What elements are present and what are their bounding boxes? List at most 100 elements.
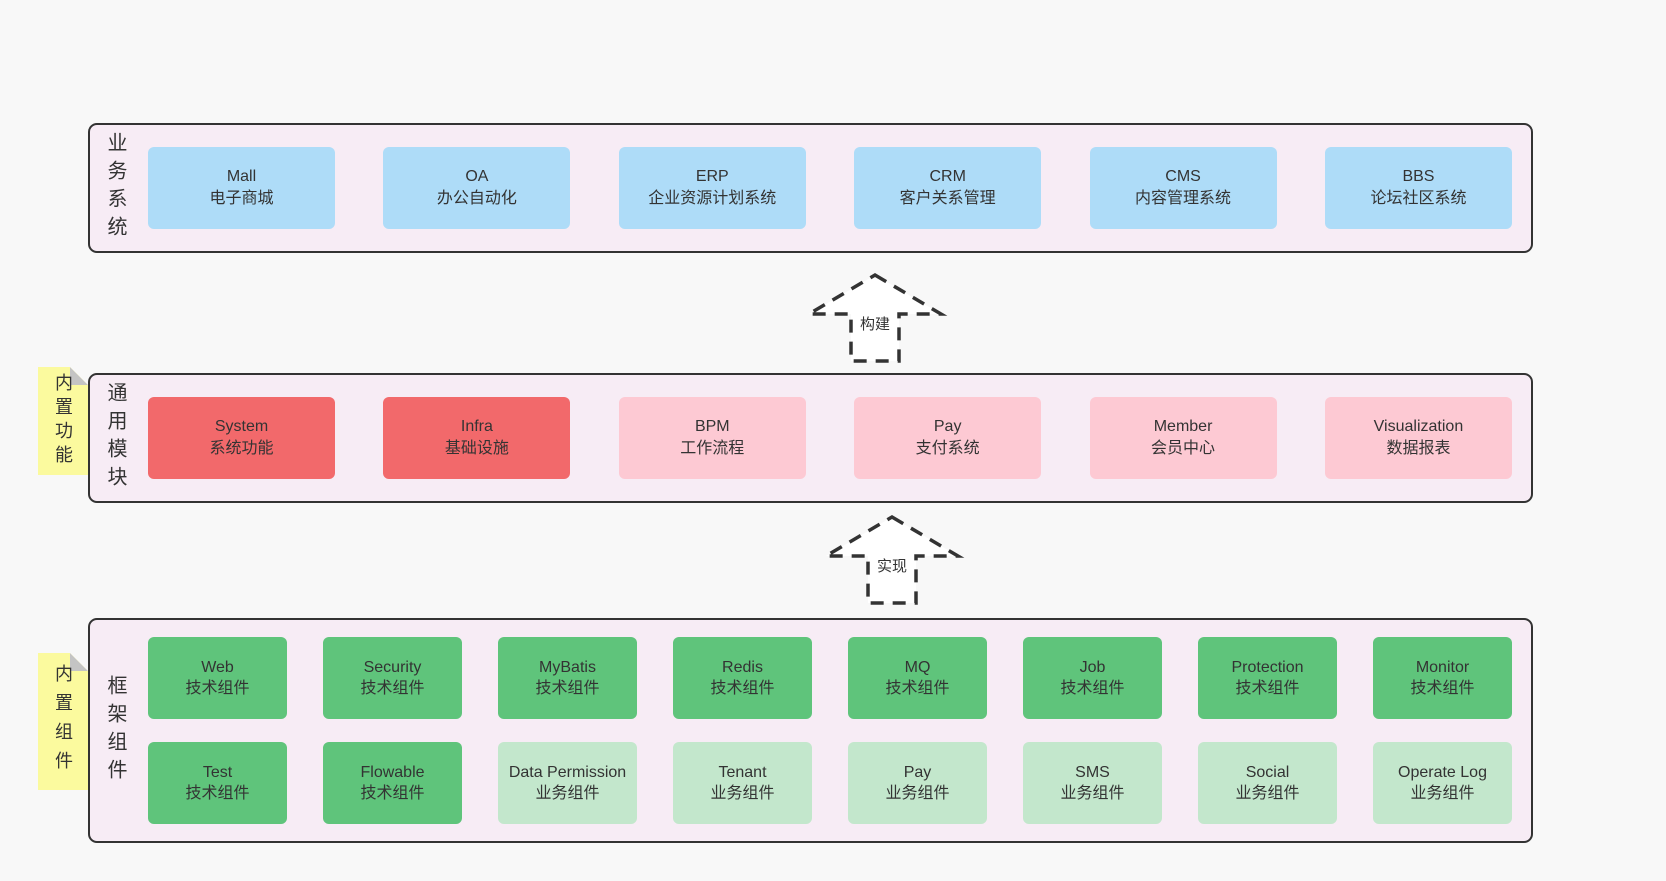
box-data-permission: Data Permission 业务组件 xyxy=(498,742,637,824)
box-title: BPM xyxy=(694,418,730,435)
box-social: Social 业务组件 xyxy=(1198,742,1337,824)
box-subtitle: 技术组件 xyxy=(360,680,425,697)
layer-label: 通用模块 xyxy=(104,382,126,494)
box-title: SMS xyxy=(1075,764,1110,781)
box-title: Test xyxy=(202,764,233,781)
box-title: Pay xyxy=(903,764,932,781)
box-subtitle: 技术组件 xyxy=(535,680,600,697)
box-rows: Mall 电子商城 OA 办公自动化 ERP 企业资源计划系统 CRM 客户关系管理 CMS 内容… xyxy=(148,125,1512,251)
box-title: Data Permission xyxy=(508,764,627,781)
box-row: Mall 电子商城 OA 办公自动化 ERP 企业资源计划系统 CRM 客户关系管理 CMS 内容… xyxy=(148,147,1512,229)
sticky-tag-label: 内置功能 xyxy=(53,373,73,469)
arrow-label: 构建 xyxy=(854,311,896,336)
box-title: Flowable xyxy=(360,764,425,781)
box-subtitle: 业务组件 xyxy=(1235,785,1300,802)
box-title: CMS xyxy=(1165,168,1201,185)
box-subtitle: 基础设施 xyxy=(444,440,509,457)
box-subtitle: 技术组件 xyxy=(1235,680,1300,697)
box-title: Member xyxy=(1153,418,1213,435)
box-protection: Protection 技术组件 xyxy=(1198,637,1337,719)
box-subtitle: 技术组件 xyxy=(360,785,425,802)
box-subtitle: 工作流程 xyxy=(680,440,745,457)
box-bbs: BBS 论坛社区系统 xyxy=(1324,147,1512,229)
box-title: Infra xyxy=(460,418,493,435)
box-subtitle: 业务组件 xyxy=(1410,785,1475,802)
box-subtitle: 系统功能 xyxy=(209,440,274,457)
box-system: System 系统功能 xyxy=(148,397,335,479)
box-title: BBS xyxy=(1402,168,1435,185)
box-subtitle: 技术组件 xyxy=(185,785,250,802)
layer-label: 框架组件 xyxy=(104,674,126,787)
box-operate-log: Operate Log 业务组件 xyxy=(1373,742,1512,824)
box-subtitle: 数据报表 xyxy=(1386,440,1451,457)
box-title: MyBatis xyxy=(539,659,596,676)
box-security: Security 技术组件 xyxy=(323,637,462,719)
box-title: MQ xyxy=(904,659,931,676)
box-subtitle: 技术组件 xyxy=(885,680,950,697)
box-subtitle: 技术组件 xyxy=(185,680,250,697)
box-subtitle: 客户关系管理 xyxy=(899,190,996,207)
box-title: Operate Log xyxy=(1398,764,1487,781)
box-title: Job xyxy=(1079,659,1106,676)
layer-business-systems: 业务系统 Mall 电子商城 OA 办公自动化 ERP 企业资源计划系统 CRM 客户关系管理… xyxy=(88,123,1533,253)
box-title: Security xyxy=(363,659,422,676)
box-bpm: BPM 工作流程 xyxy=(618,397,806,479)
box-subtitle: 业务组件 xyxy=(885,785,950,802)
box-mybatis: MyBatis 技术组件 xyxy=(498,637,637,719)
box-title: System xyxy=(214,418,269,435)
box-subtitle: 企业资源计划系统 xyxy=(648,190,777,207)
arrow-build: 构建 xyxy=(802,272,948,364)
sticky-tag-built-in-components: 内置组件 xyxy=(38,653,88,790)
box-title: Mall xyxy=(226,168,257,185)
box-flowable: Flowable 技术组件 xyxy=(323,742,462,824)
box-title: Monitor xyxy=(1415,659,1470,676)
box-subtitle: 会员中心 xyxy=(1151,440,1216,457)
box-title: Social xyxy=(1245,764,1290,781)
box-subtitle: 业务组件 xyxy=(535,785,600,802)
box-subtitle: 技术组件 xyxy=(1060,680,1125,697)
box-cms: CMS 内容管理系统 xyxy=(1089,147,1277,229)
box-mall: Mall 电子商城 xyxy=(148,147,335,229)
box-title: Pay xyxy=(933,418,962,435)
box-title: CRM xyxy=(929,168,966,185)
box-subtitle: 技术组件 xyxy=(1410,680,1475,697)
box-subtitle: 业务组件 xyxy=(1060,785,1125,802)
box-test: Test 技术组件 xyxy=(148,742,287,824)
box-title: Tenant xyxy=(718,764,767,781)
box-title: ERP xyxy=(695,168,729,185)
box-visualization: Visualization 数据报表 xyxy=(1324,397,1512,479)
sticky-tag-label: 内置组件 xyxy=(53,663,73,780)
box-subtitle: 业务组件 xyxy=(710,785,775,802)
box-crm: CRM 客户关系管理 xyxy=(854,147,1042,229)
box-erp: ERP 企业资源计划系统 xyxy=(618,147,806,229)
box-title: OA xyxy=(465,168,489,185)
box-subtitle: 电子商城 xyxy=(209,190,274,207)
box-title: Visualization xyxy=(1373,418,1464,435)
layer-label: 业务系统 xyxy=(104,132,126,244)
box-subtitle: 办公自动化 xyxy=(436,190,517,207)
box-title: Redis xyxy=(722,659,763,676)
arrow-label: 实现 xyxy=(871,553,913,578)
box-subtitle: 内容管理系统 xyxy=(1135,190,1232,207)
box-member: Member 会员中心 xyxy=(1089,397,1277,479)
box-row: System 系统功能 Infra 基础设施 BPM 工作流程 Pay 支付系统 Member 会… xyxy=(148,397,1512,479)
box-subtitle: 支付系统 xyxy=(915,440,980,457)
box-tenant: Tenant 业务组件 xyxy=(673,742,812,824)
box-redis: Redis 技术组件 xyxy=(673,637,812,719)
layer-common-modules: 通用模块 System 系统功能 Infra 基础设施 BPM 工作流程 Pay 支付系统 Me… xyxy=(88,373,1533,503)
box-job: Job 技术组件 xyxy=(1023,637,1162,719)
box-rows: System 系统功能 Infra 基础设施 BPM 工作流程 Pay 支付系统 Member 会… xyxy=(148,375,1512,501)
box-subtitle: 论坛社区系统 xyxy=(1370,190,1467,207)
box-title: Protection xyxy=(1231,659,1304,676)
box-sms: SMS 业务组件 xyxy=(1023,742,1162,824)
box-pay: Pay 业务组件 xyxy=(848,742,987,824)
box-monitor: Monitor 技术组件 xyxy=(1373,637,1512,719)
box-subtitle: 技术组件 xyxy=(710,680,775,697)
box-pay: Pay 支付系统 xyxy=(854,397,1042,479)
